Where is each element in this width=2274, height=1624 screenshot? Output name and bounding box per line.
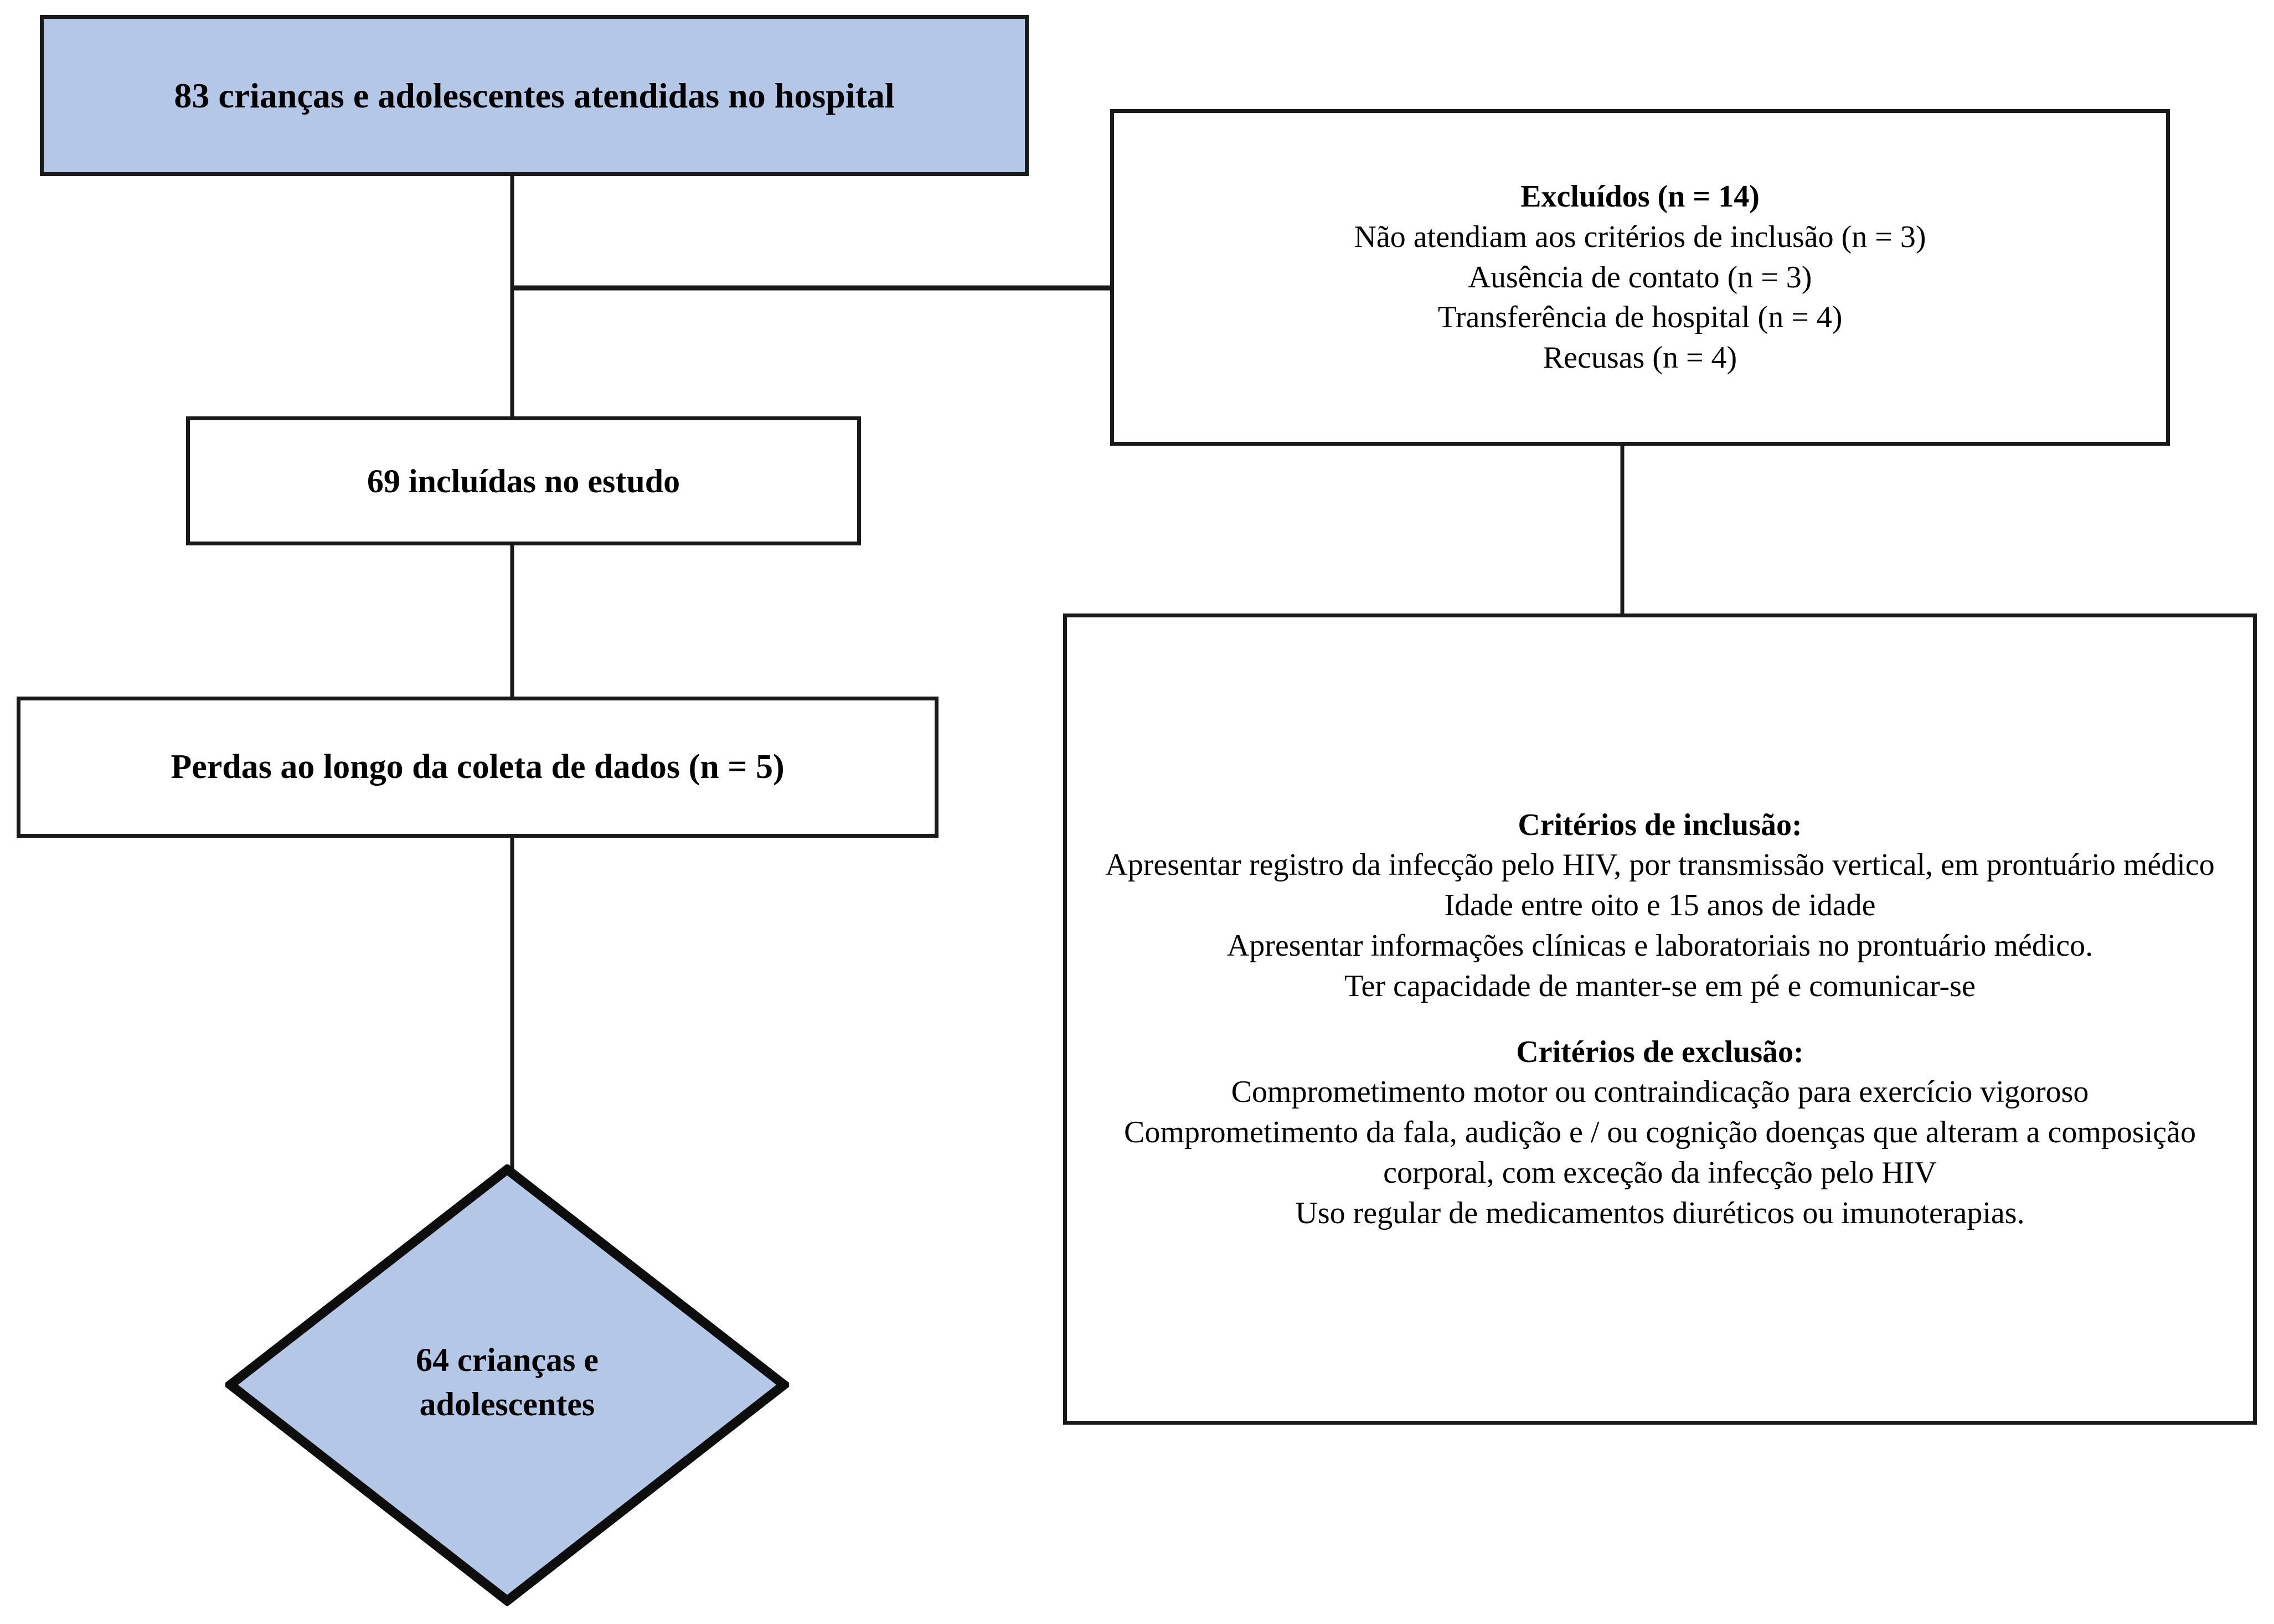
node-criteria-text: Critérios de inclusão: Apresentar regist… — [1067, 805, 2253, 1234]
diamond-shape — [225, 1164, 789, 1606]
node-included[interactable]: 69 incluídas no estudo — [186, 416, 861, 545]
node-excluded-heading: Excluídos (n = 14) — [1520, 179, 1760, 214]
node-hospital[interactable]: 83 crianças e adolescentes atendidas no … — [40, 15, 1029, 176]
node-losses[interactable]: Perdas ao longo da coleta de dados (n = … — [17, 697, 939, 838]
criteria-inclusion-item-2: Idade entre oito e 15 anos de idade — [1444, 888, 1876, 923]
criteria-inclusion-item-4: Ter capacidade de manter-se em pé e comu… — [1344, 968, 1976, 1003]
criteria-section-gap — [1081, 1007, 2239, 1032]
criteria-exclusion-item-3: Uso regular de medicamentos diuréticos o… — [1295, 1195, 2025, 1230]
node-final-text: 64 crianças e adolescentes — [416, 1338, 599, 1426]
node-final-label-line2: adolescentes — [419, 1385, 595, 1422]
node-excluded-reason-2: Ausência de contato (n = 3) — [1468, 260, 1812, 295]
node-final[interactable]: 64 crianças e adolescentes — [225, 1164, 789, 1606]
node-included-label: 69 incluídas no estudo — [367, 462, 680, 499]
criteria-inclusion-item-3: Apresentar informações clínicas e labora… — [1226, 928, 2093, 963]
node-excluded-reason-4: Recusas (n = 4) — [1543, 341, 1737, 375]
node-excluded-text: Excluídos (n = 14) Não atendiam aos crit… — [1114, 177, 2166, 378]
criteria-inclusion-item-1: Apresentar registro da infecção pelo HIV… — [1105, 848, 2215, 883]
criteria-exclusion-item-2: Comprometimento da fala, audição e / ou … — [1124, 1115, 2196, 1190]
node-excluded-reason-3: Transferência de hospital (n = 4) — [1437, 300, 1843, 335]
criteria-exclusion-item-1: Comprometimento motor ou contraindicação… — [1231, 1075, 2089, 1110]
node-losses-label: Perdas ao longo da coleta de dados (n = … — [171, 748, 785, 786]
criteria-inclusion-heading: Critérios de inclusão: — [1518, 807, 1802, 842]
node-hospital-label: 83 crianças e adolescentes atendidas no … — [174, 75, 895, 115]
node-final-label-line1: 64 crianças e — [416, 1342, 599, 1379]
criteria-exclusion-heading: Critérios de exclusão: — [1516, 1034, 1804, 1069]
node-excluded-reason-1: Não atendiam aos critérios de inclusão (… — [1354, 219, 1926, 254]
node-excluded[interactable]: Excluídos (n = 14) Não atendiam aos crit… — [1110, 109, 2170, 446]
node-criteria[interactable]: Critérios de inclusão: Apresentar regist… — [1063, 613, 2257, 1425]
